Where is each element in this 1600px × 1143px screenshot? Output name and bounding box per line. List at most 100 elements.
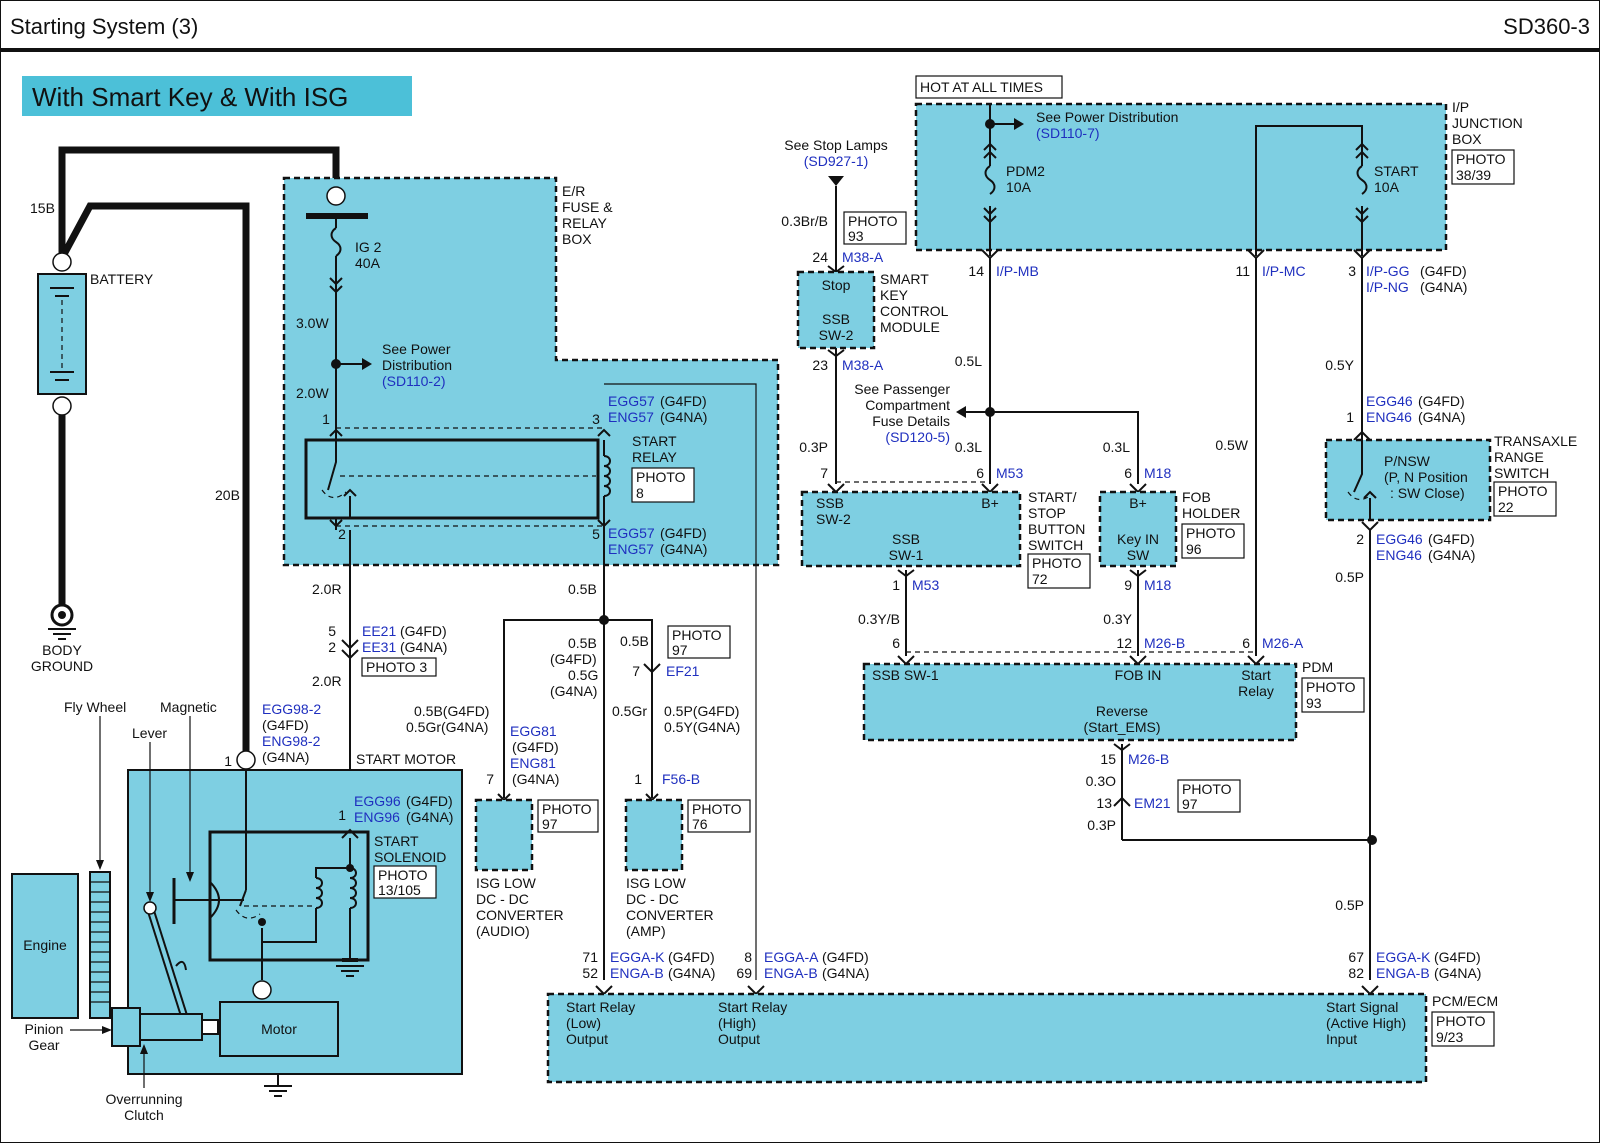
passenger-text-1: See Passenger [854,381,950,397]
relay-conn-top-b-var: (G4NA) [660,409,707,425]
ssb-conn-bot[interactable]: M53 [912,577,939,593]
ip-conn-mb[interactable]: I/P-MB [996,263,1039,279]
ssb-inside-5: SW-1 [889,547,924,563]
f56-pin: 1 [634,771,642,787]
conn-ef21[interactable]: EF21 [666,663,700,679]
solenoid-label-2: SOLENOID [374,849,446,865]
photo-3: PHOTO 3 [366,659,427,675]
pcm-signal-1: Start Signal [1326,999,1398,1015]
smart-key-conn-top[interactable]: M38-A [842,249,884,265]
ip-pin-14: 14 [968,263,984,279]
fob-label-1: FOB [1182,489,1211,505]
relay-conn-bot-a-var: (G4FD) [660,525,707,541]
pdm-conn-m26b-bot[interactable]: M26-B [1128,751,1169,767]
passenger-ref[interactable]: (SD120-5) [885,429,950,445]
er-box-label-3: RELAY [562,215,608,231]
pcm-photo-2: 9/23 [1436,1029,1463,1045]
wire-3-0w: 3.0W [296,315,329,331]
relay-conn-top-a-var: (G4FD) [660,393,707,409]
ssb-inside-bplus: B+ [981,495,999,511]
ip-junction-box: HOT AT ALL TIMES See Power Distribution … [914,75,1523,295]
er-box-label-1: E/R [562,183,585,199]
pcm-high-2: (High) [718,1015,756,1031]
ip-conn-ng[interactable]: I/P-NG [1366,279,1409,295]
ip-box-photo-1: PHOTO [1456,151,1506,167]
ip-box-photo-2: 38/39 [1456,167,1491,183]
relay-conn-bot-b-var: (G4NA) [660,541,707,557]
pdm-conn-m26a[interactable]: M26-A [1262,635,1304,651]
ssb-wire: 0.3Y/B [858,611,900,627]
motor [219,1001,339,1057]
variant-banner-text: With Smart Key & With ISG [32,82,348,112]
pdm-conn-m26b[interactable]: M26-B [1144,635,1185,651]
fob-holder: 6 M18 B+ Key IN SW FOB HOLDER PHOTO 96 9… [1098,465,1245,656]
ip-conn-mc[interactable]: I/P-MC [1262,263,1306,279]
pcm-conn-71-a[interactable]: EGGA-K [610,949,665,965]
ip-box-label-3: BOX [1452,131,1482,147]
pinion-label-2: Gear [28,1037,59,1053]
see-power-ref[interactable]: (SD110-2) [382,373,446,389]
smart-key-pin-24: 24 [812,249,828,265]
start-motor-pin-1: 1 [224,753,232,769]
pcm-low-2: (Low) [566,1015,601,1031]
smart-key-label-1: SMART [880,271,929,287]
pcm-conn-67-a[interactable]: EGGA-K [1376,949,1431,965]
relay-conn-bot-a[interactable]: EGG57 [608,525,655,541]
fob-inside-sw: SW [1127,547,1150,563]
start-solenoid [208,830,370,962]
isg-audio-label-1: ISG LOW [476,875,537,891]
relay-conn-top-a[interactable]: EGG57 [608,393,655,409]
isg-converters: 0.5B(G4FD) 0.5Gr(G4NA) 0.5B (G4FD) 0.5G … [406,625,751,939]
pdm-pin-6-left: 6 [892,635,900,651]
isg-conn-egg81[interactable]: EGG81 [510,723,557,739]
isg-amp-label-3: CONVERTER [626,907,714,923]
ip-conn-gg[interactable]: I/P-GG [1366,263,1410,279]
pcm-conn-67-b-var: (G4NA) [1434,965,1481,981]
isg-wire-right-1: 0.5P(G4FD) [664,703,739,719]
conn-ee21[interactable]: EE21 [362,623,396,639]
relay-conn-top-b[interactable]: ENG57 [608,409,654,425]
relay-conn-bot-b[interactable]: ENG57 [608,541,654,557]
sm-conn-eng98[interactable]: ENG98-2 [262,733,321,749]
ssb-pin-7: 7 [820,465,828,481]
fob-conn-top[interactable]: M18 [1144,465,1171,481]
pdm-inside-start: Start [1241,667,1271,683]
tr-conn-top-a[interactable]: EGG46 [1366,393,1413,409]
ground-label-1: BODY [42,642,82,658]
pdm-pin-12: 12 [1116,635,1132,651]
see-stop-lamps-ref[interactable]: (SD927-1) [804,153,869,169]
pcm-conn-8-a[interactable]: EGGA-A [764,949,819,965]
tr-inside-2: (P, N Position [1384,469,1468,485]
conn-ee31[interactable]: EE31 [362,639,396,655]
pcm-pin-8: 8 [744,949,752,965]
tr-conn-bot-a[interactable]: EGG46 [1376,531,1423,547]
conn-em21[interactable]: EM21 [1134,795,1171,811]
isg-conn-eng81[interactable]: ENG81 [510,755,556,771]
tr-conn-bot-b[interactable]: ENG46 [1376,547,1422,563]
ip-see-power-ref[interactable]: (SD110-7) [1036,125,1100,141]
sol-conn-egg96[interactable]: EGG96 [354,793,401,809]
wire-0-3l-b: 0.3L [1103,439,1130,455]
smart-key-ssb: SSB [822,311,850,327]
smart-key-conn-bot[interactable]: M38-A [842,357,884,373]
pcm-conn-71-b[interactable]: ENGA-B [610,965,664,981]
pcm-conn-8-b[interactable]: ENGA-B [764,965,818,981]
tr-pin-2: 2 [1356,531,1364,547]
sm-conn-egg98[interactable]: EGG98-2 [262,701,321,717]
wire-0-3l-a: 0.3L [955,439,982,455]
pcm-conn-67-b[interactable]: ENGA-B [1376,965,1430,981]
pdm-box [862,662,1298,742]
pin-2-ee31: 2 [328,639,336,655]
smart-key-wire: 0.3Br/B [781,213,828,229]
wire-2-0w: 2.0W [296,385,329,401]
fob-conn-bot[interactable]: M18 [1144,577,1171,593]
sol-conn-eng96[interactable]: ENG96 [354,809,400,825]
wire-0-3o: 0.3O [1086,773,1116,789]
fob-label-2: HOLDER [1182,505,1240,521]
conn-f56b[interactable]: F56-B [662,771,700,787]
tr-conn-top-b[interactable]: ENG46 [1366,409,1412,425]
ssb-conn-top[interactable]: M53 [996,465,1023,481]
ip-see-power: See Power Distribution [1036,109,1178,125]
pcm-low-3: Output [566,1031,608,1047]
engine-label: Engine [23,937,67,953]
